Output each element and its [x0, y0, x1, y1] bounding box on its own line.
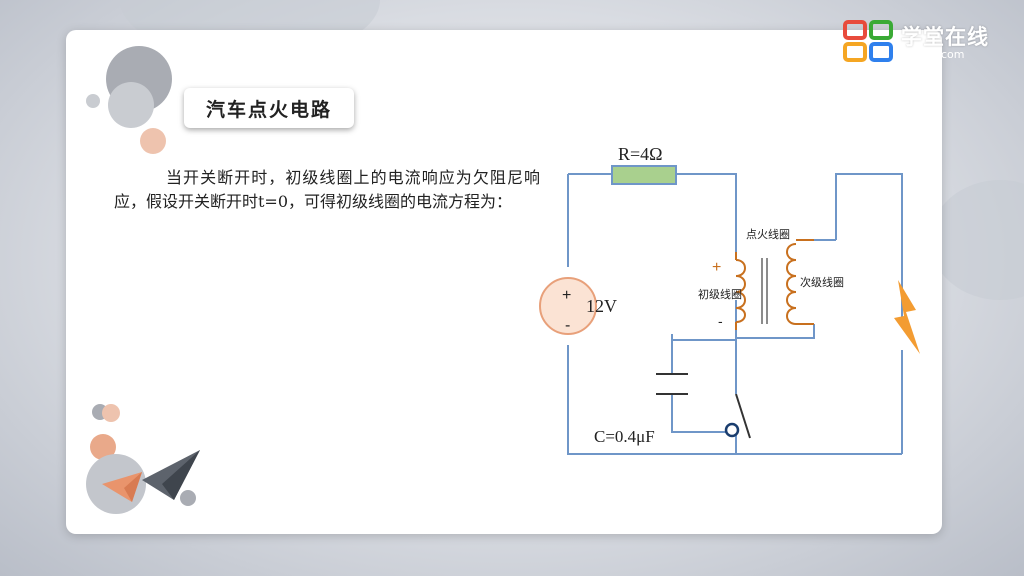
secondary-coil	[786, 243, 797, 325]
ignition-circuit-diagram: R=4Ω + - 12V 点火线圈 + - 初级线圈 次级线圈	[539, 144, 920, 455]
capacitor-label: C=0.4μF	[594, 427, 655, 446]
switch-blade	[735, 393, 751, 439]
wire-secondary-top	[835, 173, 903, 324]
ignition-coil-label: 点火线圈	[746, 227, 790, 241]
voltage-source-minus: -	[565, 317, 570, 334]
logo-domain: ngx.com	[917, 48, 965, 61]
resistor	[611, 165, 677, 185]
decor-circle	[180, 490, 196, 506]
secondary-coil-label: 次级线圈	[800, 275, 844, 289]
wire-cap-top	[671, 334, 736, 341]
slide-card: 汽车点火电路 当开关断开时，初级线圈上的电流响应为欠阻尼响应，假设开关断开时t=…	[66, 30, 942, 534]
switch-pivot	[724, 422, 740, 438]
primary-plus: +	[712, 259, 721, 276]
voltage-source	[539, 277, 597, 335]
brand-logo: 学堂在线 ngx.com	[843, 18, 1023, 68]
wire-left-lower	[567, 345, 902, 455]
voltage-source-plus: +	[562, 287, 571, 304]
slide-title: 汽车点火电路	[184, 88, 354, 128]
wire-top-right	[676, 173, 737, 222]
primary-minus: -	[718, 313, 723, 329]
paper-plane-icon	[102, 450, 200, 502]
wire-secondary-inner	[736, 324, 815, 339]
slide-paragraph: 当开关断开时，初级线圈上的电流响应为欠阻尼响应，假设开关断开时t=0，可得初级线…	[114, 168, 540, 211]
spark-icon	[894, 280, 920, 354]
decor-circle	[108, 82, 154, 128]
logo-name: 学堂在线	[901, 25, 989, 49]
decor-circle	[86, 94, 100, 108]
decor-circle	[102, 404, 120, 422]
resistor-label: R=4Ω	[618, 144, 663, 164]
wire-cap-lower	[671, 394, 736, 433]
primary-coil	[735, 259, 746, 323]
decor-circle	[140, 128, 166, 154]
voltage-source-label: 12V	[586, 296, 617, 316]
primary-coil-label: 初级线圈	[698, 287, 742, 301]
logo-mark-icon	[843, 20, 893, 62]
background-shape	[930, 180, 1024, 300]
